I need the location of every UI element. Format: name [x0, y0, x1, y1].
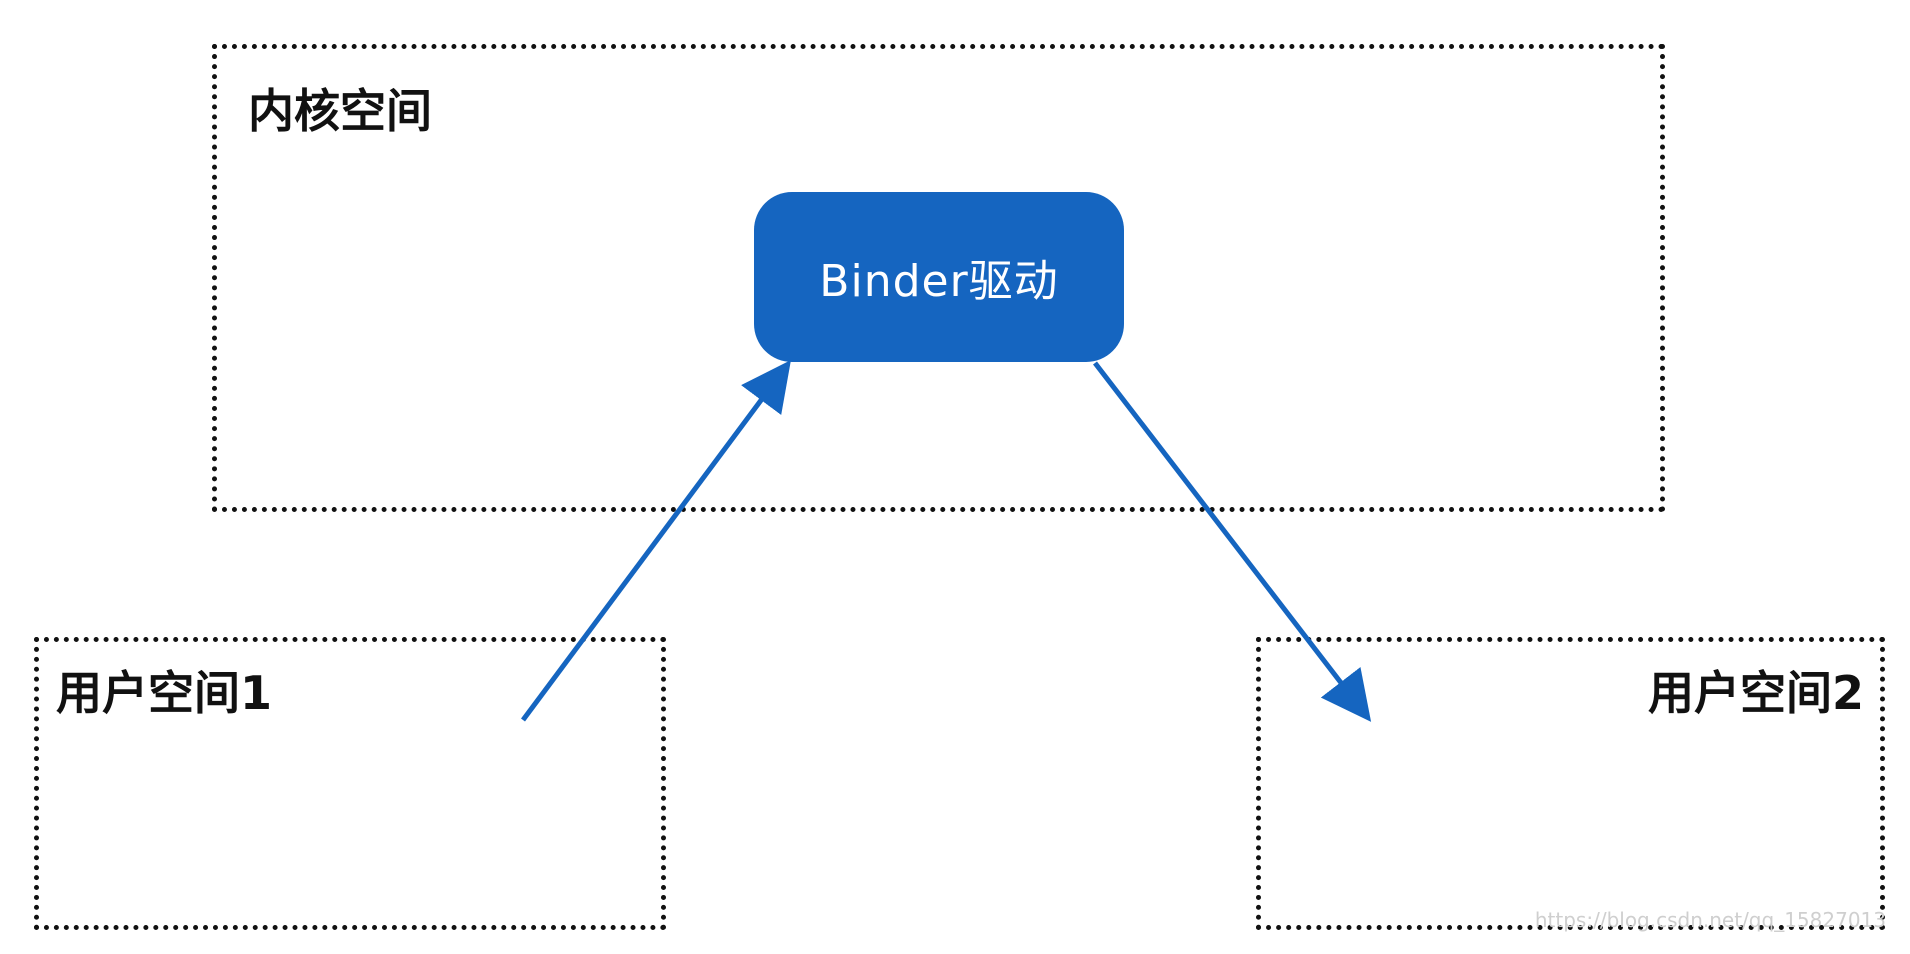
binder-driver-node: Binder驱动 [754, 192, 1124, 362]
user-space-1-label: 用户空间1 [56, 666, 273, 720]
user-space-2-label: 用户空间2 [1647, 666, 1864, 720]
kernel-space-region [212, 44, 1665, 512]
kernel-space-label: 内核空间 [248, 84, 432, 138]
binder-driver-label: Binder驱动 [819, 256, 1059, 307]
user-space-2-region [1256, 637, 1885, 930]
watermark-text: https://blog.csdn.net/qq_15827013 [1534, 908, 1886, 932]
user-space-1-region [34, 637, 666, 930]
